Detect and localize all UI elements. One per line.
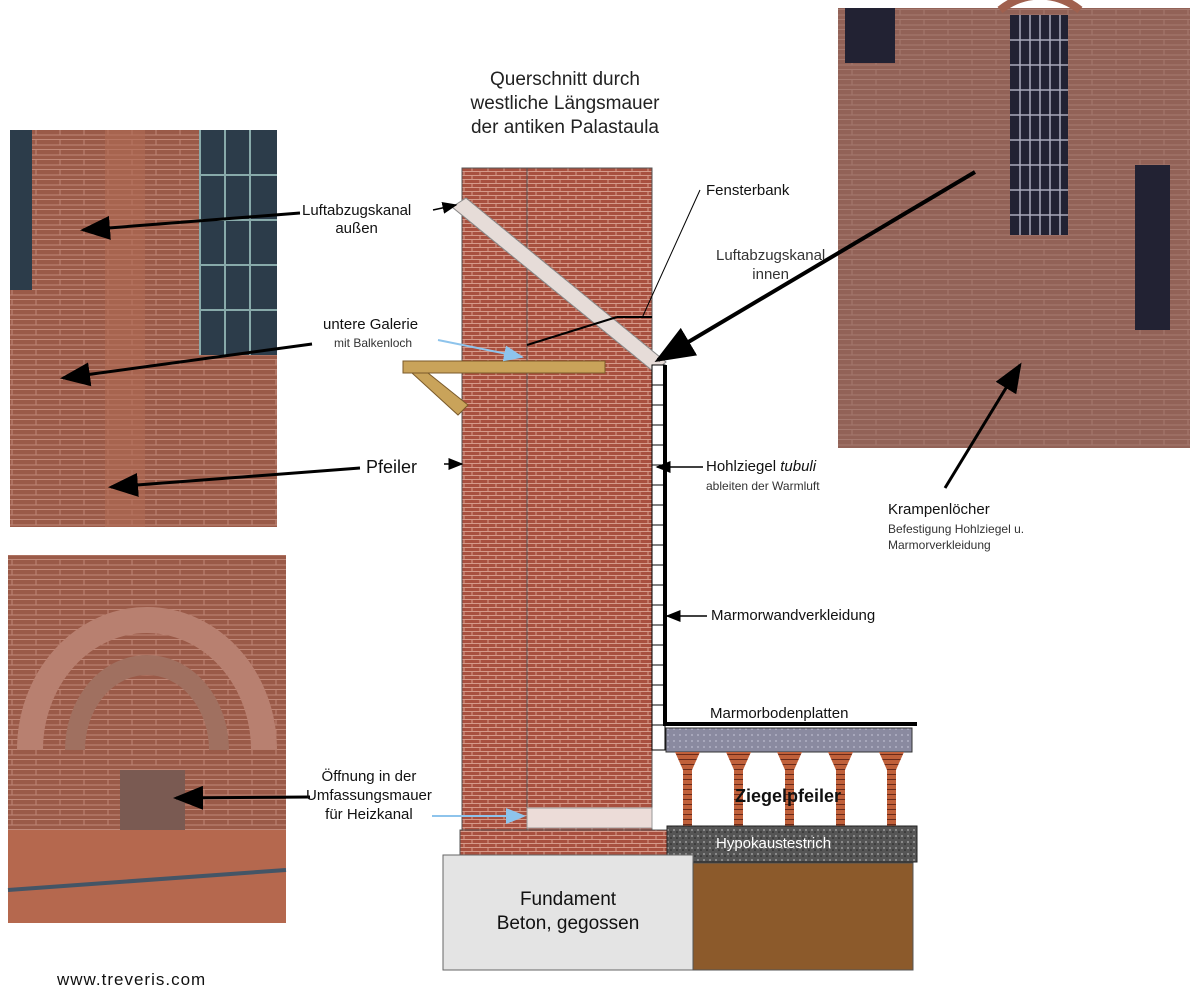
photo-interior-wall [838,0,1190,448]
label-tubuli: tubuli [780,458,817,475]
title-line-2: westliche Längsmauer [470,93,660,114]
label-warmluft: ableiten der Warmluft [706,479,820,493]
label-text: Umfassungsmauer [306,787,432,804]
photo-heating-opening [7,555,287,923]
diagram-title: Querschnitt durch westliche Längsmauer d… [440,68,690,140]
wall-section [402,167,918,971]
label-luftabzug-innen: Luftabzugskanal innen [716,246,825,284]
label-untere-galerie: untere Galerie [323,316,419,333]
label-text: für Heizkanal [325,806,413,823]
arrows [60,170,1022,824]
label-text: Befestigung Hohlziegel u. [888,522,1025,536]
label-text: innen [752,266,789,283]
footer-url: www.treveris.com [57,970,207,989]
label-luftabzug-aussen: Luftabzugskanal außen [302,202,411,238]
label-marmorwandverkleidung: Marmorwandverkleidung [711,607,876,624]
label-oeffnung: Öffnung in der Umfassungsmauer für Heizk… [306,767,432,824]
photo-pier-exterior [10,130,277,527]
hypocaust-pillars [675,752,904,826]
label-krampenloecher: Krampenlöcher [888,501,990,518]
label-text: außen [335,220,378,237]
label-fundament: Fundament Beton, gegossen [443,888,693,936]
label-pfeiler: Pfeiler [366,457,418,477]
label-text: Hohlziegel [706,458,777,475]
label-balkenloch: mit Balkenloch [334,336,413,350]
title-line-3: der antiken Palastaula [470,117,659,138]
label-text: Luftabzugskanal [716,247,826,264]
label-ziegelpfeiler: Ziegelpfeiler [735,786,842,806]
label-text: Beton, gegossen [496,913,640,934]
label-text: Öffnung in der [321,768,417,785]
label-text: Marmorverkleidung [888,538,991,552]
label-hohlziegel: Hohlziegel tubuli [706,458,816,475]
label-text: Luftabzugskanal [302,202,412,219]
label-hypokaustestrich: Hypokaustestrich [716,835,832,852]
title-line-1: Querschnitt durch [490,69,640,90]
label-marmorbodenplatten: Marmorbodenplatten [710,705,849,722]
label-fensterbank: Fensterbank [706,182,790,199]
label-text: Fundament [519,889,617,910]
label-krampen-sub: Befestigung Hohlziegel u. Marmorverkleid… [888,521,1024,553]
